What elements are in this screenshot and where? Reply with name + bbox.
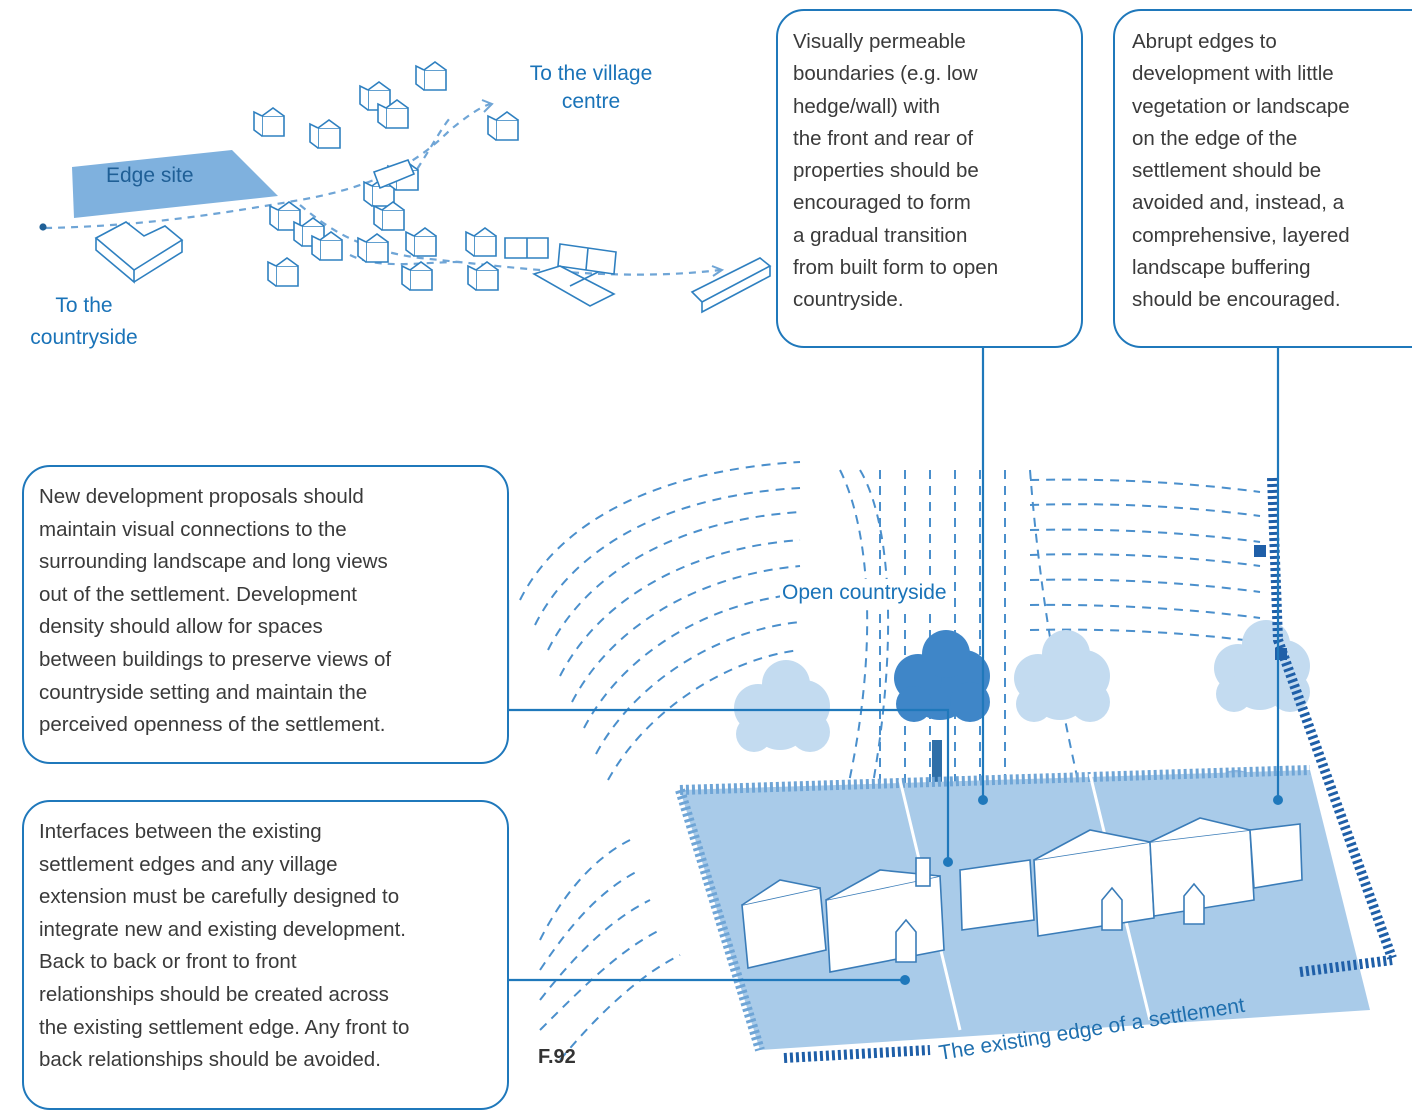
countryside-field-lines [519,461,1261,1061]
edge-site-label: Edge site [106,164,194,187]
village-centre-label: To the village centre [529,62,653,113]
callout-interfaces: Interfaces between the existing settleme… [22,800,509,1110]
callout-abrupt-edges: Abrupt edges to development with little … [1113,9,1412,348]
callout-text: Abrupt edges to development with little … [1132,30,1350,312]
open-countryside-label: Open countryside [780,579,949,607]
edge-site-area [72,150,278,218]
houses [741,817,1303,973]
figure-number: F.92 [538,1046,576,1068]
callout-permeable-boundaries: Visually permeable boundaries (e.g. low … [776,9,1083,348]
callout-text: New development proposals should maintai… [39,485,392,737]
village-sketch [39,61,772,314]
countryside-label: To the countryside [30,294,138,349]
callout-text: Interfaces between the existing settleme… [39,820,410,1072]
callout-text: Visually permeable boundaries (e.g. low … [793,30,999,312]
callout-visual-connections: New development proposals should maintai… [22,465,509,764]
